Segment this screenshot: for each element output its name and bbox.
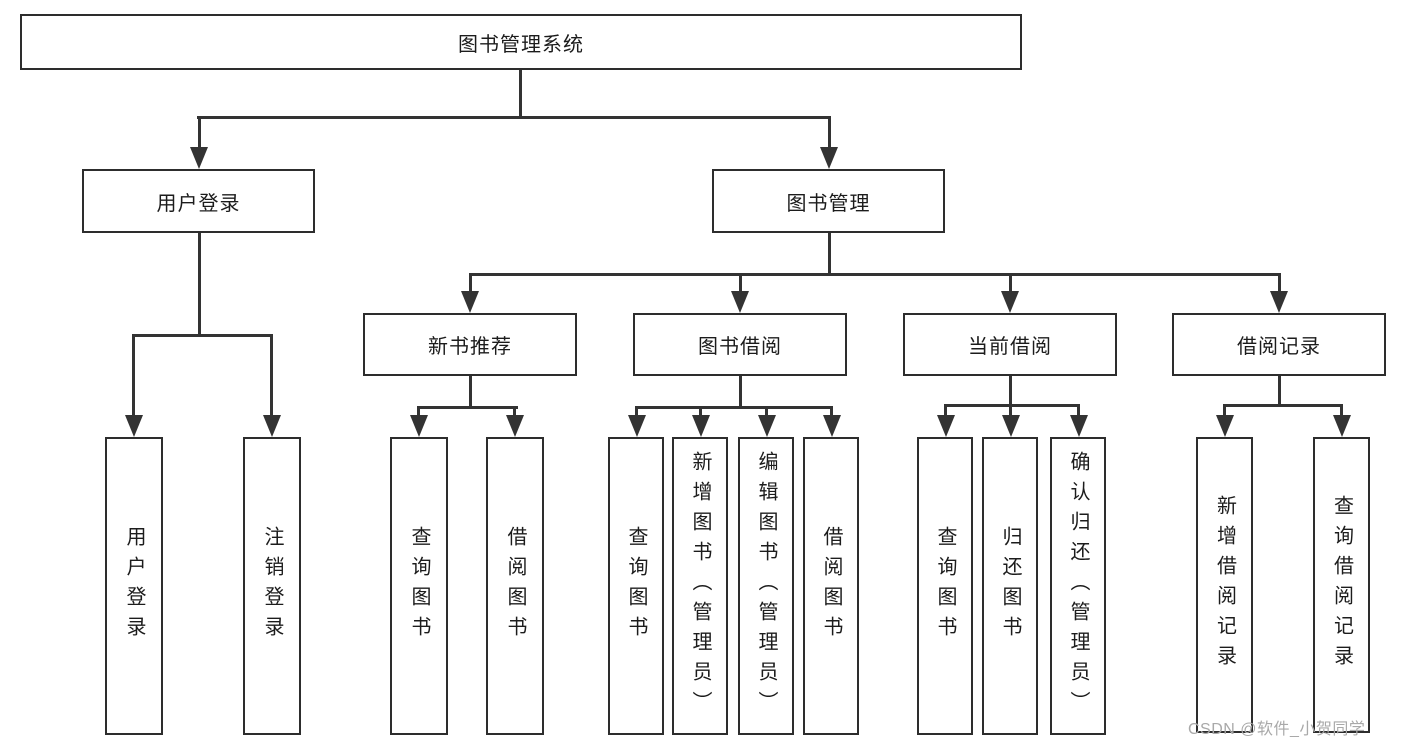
leaf-query-books-recommend: 查询图书 — [390, 437, 448, 735]
connector-line — [699, 406, 702, 418]
leaf-edit-book-admin: 编辑图书（管理员） — [738, 437, 794, 735]
leaf-add-book-admin: 新增图书（管理员） — [672, 437, 728, 735]
connector-line — [417, 406, 518, 409]
arrowhead-down-icon — [262, 415, 281, 437]
leaf-query-books-current: 查询图书 — [917, 437, 973, 735]
connector-line — [1009, 404, 1012, 418]
connector-line — [197, 233, 201, 336]
connector-line — [1277, 376, 1281, 406]
arrowhead-down-icon — [1270, 291, 1288, 313]
connector-line — [830, 406, 833, 418]
arrowhead-down-icon — [505, 415, 524, 437]
leaf-user-login: 用户登录 — [105, 437, 163, 735]
connector-line — [738, 273, 742, 295]
connector-line — [417, 406, 420, 418]
connector-line — [944, 404, 947, 418]
leaf-query-borrow-record: 查询借阅记录 — [1313, 437, 1370, 733]
arrowhead-down-icon — [822, 415, 841, 437]
connector-line — [1008, 376, 1012, 406]
csdn-watermark: CSDN @软件_小贺同学 — [1188, 721, 1366, 738]
node-new-book-recommend: 新书推荐 — [363, 313, 577, 376]
arrowhead-down-icon — [1069, 415, 1088, 437]
arrowhead-down-icon — [1001, 291, 1019, 313]
connector-line — [827, 116, 831, 150]
node-root: 图书管理系统 — [20, 14, 1022, 70]
arrowhead-down-icon — [627, 415, 646, 437]
connector-line — [468, 273, 472, 295]
node-borrowing-records: 借阅记录 — [1172, 313, 1386, 376]
arrowhead-down-icon — [1215, 415, 1234, 437]
arrowhead-down-icon — [936, 415, 955, 437]
connector-line — [1277, 273, 1281, 295]
connector-line — [519, 70, 522, 118]
connector-line — [197, 116, 201, 150]
leaf-borrow-books-recommend: 借阅图书 — [486, 437, 544, 735]
arrowhead-down-icon — [124, 415, 143, 437]
leaf-borrow-books-borrowing: 借阅图书 — [803, 437, 859, 735]
arrowhead-down-icon — [190, 147, 208, 169]
leaf-logout: 注销登录 — [243, 437, 301, 735]
connector-line — [468, 376, 472, 408]
node-book-borrowing: 图书借阅 — [633, 313, 847, 376]
arrowhead-down-icon — [820, 147, 838, 169]
leaf-query-books-borrowing: 查询图书 — [608, 437, 664, 735]
arrowhead-down-icon — [1001, 415, 1020, 437]
connector-line — [1008, 273, 1012, 295]
arrowhead-down-icon — [1332, 415, 1351, 437]
connector-line — [468, 273, 1281, 276]
node-book-management: 图书管理 — [712, 169, 945, 233]
connector-line — [270, 334, 273, 418]
connector-line — [197, 116, 831, 119]
node-user-login: 用户登录 — [82, 169, 315, 233]
connector-line — [738, 376, 742, 408]
connector-line — [132, 334, 273, 337]
connector-line — [765, 406, 768, 418]
connector-line — [635, 406, 638, 418]
leaf-confirm-return-admin: 确认归还（管理员） — [1050, 437, 1106, 735]
connector-line — [827, 233, 831, 275]
arrowhead-down-icon — [731, 291, 749, 313]
connector-line — [513, 406, 516, 418]
leaf-add-borrow-record: 新增借阅记录 — [1196, 437, 1253, 733]
node-current-borrowing: 当前借阅 — [903, 313, 1117, 376]
connector-line — [1223, 404, 1226, 418]
connector-line — [944, 404, 1080, 407]
connector-line — [635, 406, 833, 409]
arrowhead-down-icon — [691, 415, 710, 437]
connector-line — [1077, 404, 1080, 418]
connector-line — [132, 334, 135, 418]
arrowhead-down-icon — [757, 415, 776, 437]
connector-line — [1223, 404, 1343, 407]
arrowhead-down-icon — [409, 415, 428, 437]
connector-line — [1340, 404, 1343, 418]
arrowhead-down-icon — [461, 291, 479, 313]
leaf-return-books: 归还图书 — [982, 437, 1038, 735]
